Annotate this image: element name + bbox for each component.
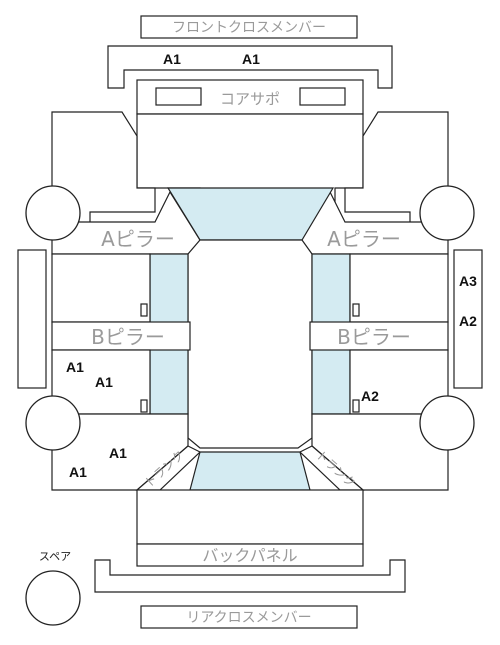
rear-door-left-handle [140,399,148,413]
rear-bumper-reinforcement[interactable] [94,559,406,593]
core-support-label: コアサポ [220,90,280,108]
b-pillar-left-panel[interactable] [51,321,191,351]
rear-door-right-handle [352,399,360,413]
a-pillar-right-label: Aピラー [327,227,401,251]
grade-left-quarter-2: A1 [69,464,87,480]
grade-left-door-rear-1: A1 [66,359,84,375]
front-door-right-handle [352,303,360,317]
grade-right-rear-door: A2 [361,388,379,404]
front-bumper-reinforcement[interactable] [107,45,393,89]
trunk-lid[interactable] [136,489,364,545]
wheel-rear-left[interactable] [25,395,81,451]
grade-right-side-upper: A3 [459,273,477,289]
spare-tire-label: スペア [39,550,71,563]
headlight-right[interactable] [299,87,346,106]
a-pillar-left-label: Aピラー [101,227,175,251]
b-pillar-right-panel[interactable] [309,321,449,351]
front-door-right[interactable] [349,253,449,323]
grade-front-member-left: A1 [163,51,181,67]
spare-tire[interactable] [25,570,81,626]
rear-glass[interactable] [189,451,311,491]
b-pillar-left-label: Bピラー [91,325,165,349]
front-cross-member-label: フロントクロスメンバー [172,20,326,36]
rear-door-right[interactable] [349,349,449,415]
grade-front-member-right: A1 [242,51,260,67]
wheel-front-left[interactable] [25,185,81,241]
grade-left-quarter-1: A1 [109,445,127,461]
roof[interactable] [187,239,313,449]
b-pillar-right-label: Bピラー [337,325,411,349]
front-door-left[interactable] [51,253,151,323]
back-panel[interactable] [136,543,364,567]
grade-right-side-lower: A2 [459,313,477,329]
rear-cross-member-label: リアクロスメンバー [186,610,311,626]
front-door-left-handle [140,303,148,317]
wheel-rear-right[interactable] [419,395,475,451]
grade-left-door-rear-2: A1 [95,374,113,390]
rear-cross-member-box[interactable] [140,605,358,629]
rocker-panel-right[interactable] [453,249,483,389]
wheel-front-right[interactable] [419,185,475,241]
front-cross-member-box[interactable] [140,15,358,39]
rocker-panel-left[interactable] [17,249,47,389]
back-panel-label: バックパネル [202,546,297,565]
headlight-left[interactable] [155,87,202,106]
